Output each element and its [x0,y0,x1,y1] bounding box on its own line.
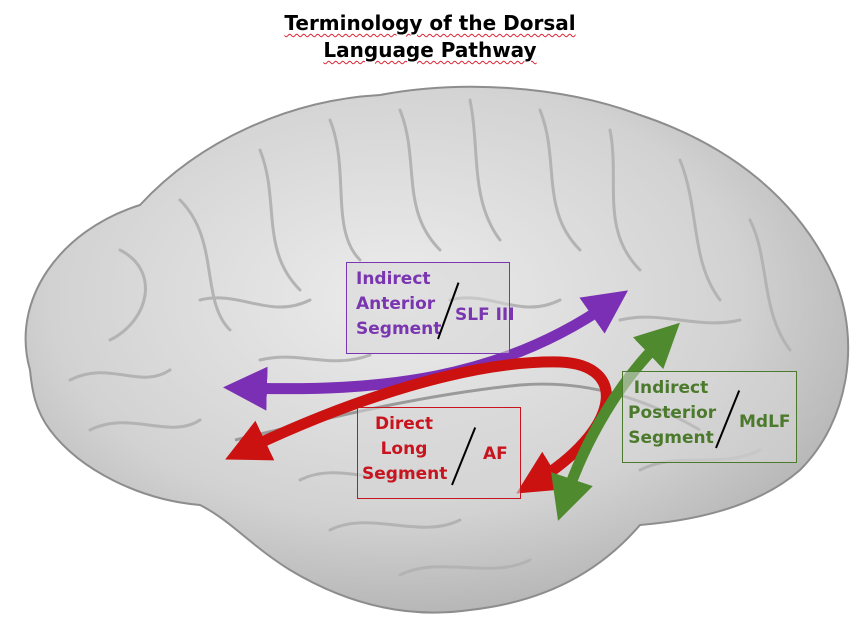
anterior-segment-label: Indirect Anterior Segment [356,267,441,342]
posterior-line-2: Posterior [628,403,717,423]
direct-segment-label: Direct Long Segment [362,412,448,487]
slf-iii-label: SLF III [455,305,515,325]
direct-line-3: Segment [362,464,448,484]
direct-line-2: Long [380,439,428,459]
posterior-segment-box [622,371,797,463]
mdlf-label: MdLF [739,412,791,432]
title-line-1: Terminology of the Dorsal [284,11,576,35]
posterior-segment-label: Indirect Posterior Segment [628,376,717,451]
posterior-line-1: Indirect [633,378,709,398]
anterior-segment-box [346,262,510,354]
green-mdlf-arrow [551,322,680,521]
anterior-line-2: Anterior [356,294,436,314]
af-label: AF [483,444,508,464]
anterior-line-1: Indirect [356,269,431,289]
direct-line-1: Direct [374,414,434,434]
direct-segment-box [357,407,521,499]
posterior-line-3: Segment [628,428,714,448]
title-line-2: Language Pathway [323,38,537,62]
anterior-line-3: Segment [356,319,442,339]
diagram-title: Terminology of the Dorsal Language Pathw… [250,10,610,64]
